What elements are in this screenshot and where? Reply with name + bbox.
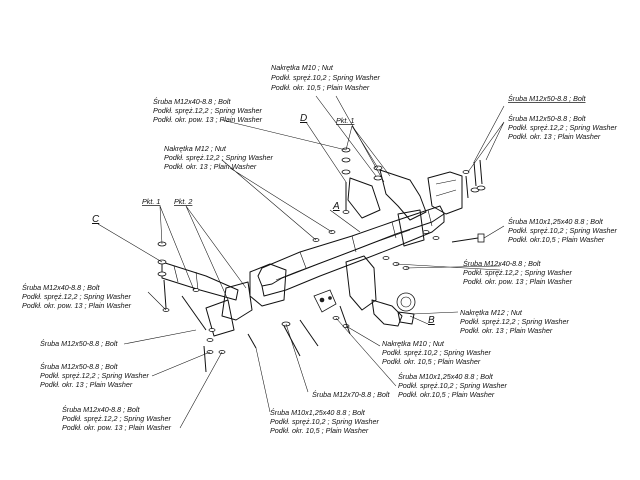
callout-line: Śruba M12x70-8.8 ; Bolt [312,390,391,399]
right-mounting-bracket [347,169,463,247]
callout-line: Śruba M12x40-8.8 ; Bolt [62,405,141,414]
callout-line: Podkł. spręż.12,2 ; Spring Washer [40,371,150,380]
tow-bar-beam [257,205,445,297]
callout-line: Śruba M12x40-8.8 ; Bolt [463,259,542,268]
callout-line: Podkł. spręż.10,2 ; Spring Washer [271,73,381,82]
callout-line: Śruba M12x50-8.8 ; Bolt [508,94,587,103]
callout-line: Śruba M10x1,25x40 8.8 ; Bolt [398,372,494,381]
callout-nut-center-lower: Nakrętka M10 ; Nut Podkł. spręż.10,2 ; S… [382,339,492,366]
callout-line: Śruba M12x50-8.8 ; Bolt [40,362,119,371]
callout-line: Podkł. okr. 13 ; Plain Washer [460,326,553,335]
callout-line: Podkł. spręż.12,2 ; Spring Washer [508,123,618,132]
callout-line: Podkł. spręż.10,2 ; Spring Washer [508,226,618,235]
callout-line: Podkł. okr. pow. 13 ; Plain Washer [153,115,263,124]
tow-ball-assembly [313,255,416,327]
hardware-group [157,147,486,373]
callout-nut-right-lower: Nakrętka M12 ; Nut Podkł. spręż.12,2 ; S… [460,308,570,335]
callout-bolt-top-right: Śruba M12x50-8.8 ; Bolt [508,94,587,103]
callout-bolt-left-bottom: Śruba M12x40-8.8 ; Bolt Podkł. spręż.12,… [62,405,172,432]
callout-line: Nakrętka M10 ; Nut [271,63,334,72]
view-letters: D A C B [92,113,435,326]
callout-line: Śruba M12x40-8.8 ; Bolt [153,97,232,106]
callout-bolt-left-low: Śruba M12x50-8.8 ; Bolt Podkł. spręż.12,… [40,362,150,389]
callout-bolt-m12x70: Śruba M12x70-8.8 ; Bolt [312,390,391,399]
callout-line: Podkł. spręż.10,2 ; Spring Washer [270,417,380,426]
pkt-label: Pkt. 1 [142,197,160,206]
letter-b: B [428,315,435,326]
callout-bolt-left-mid: Śruba M12x40-8.8 ; Bolt Podkł. spręż.12,… [22,283,132,310]
callout-line: Podkł. spręż.10,2 ; Spring Washer [382,348,492,357]
callout-line: Podkł. spręż.12,2 ; Spring Washer [153,106,263,115]
callout-line: Śruba M10x1,25x40 8.8 ; Bolt [270,408,366,417]
callout-line: Podkł. okr. 10,5 ; Plain Washer [270,426,369,435]
callout-bolt-bottom-center: Śruba M10x1,25x40 8.8 ; Bolt Podkł. sprę… [270,408,380,435]
callout-line: Podkł. spręż.12,2 ; Spring Washer [460,317,570,326]
callout-line: Śruba M12x50-8.8 ; Bolt [508,114,587,123]
callout-line: Nakrętka M10 ; Nut [382,339,445,348]
letter-a: A [332,201,340,212]
callout-nut-top: Nakrętka M10 ; Nut Podkł. spręż.10,2 ; S… [271,63,381,92]
callout-line: Śruba M10x1,25x40 8.8 ; Bolt [508,217,604,226]
callout-line: Podkł. okr. pow. 13 ; Plain Washer [463,277,573,286]
point-markers: Pkt. 1 Pkt. 1 Pkt. 2 [142,116,354,206]
letter-c: C [92,214,100,225]
callout-line: Podkł. spręż.12,2 ; Spring Washer [164,153,274,162]
callout-line: Podkł. spręż.12,2 ; Spring Washer [62,414,172,423]
callout-line: Nakrętka M12 ; Nut [164,144,227,153]
callout-line: Podkł. okr. 10,5 ; Plain Washer [271,83,370,92]
callout-bolt-left-single: Śruba M12x50-8.8 ; Bolt [40,339,119,348]
callout-line: Podkł. spręż.12,2 ; Spring Washer [463,268,573,277]
callout-line: Podkł. okr. 10,5 ; Plain Washer [382,357,481,366]
callout-line: Podkł. okr.10,5 ; Plain Washer [398,390,495,399]
leader-lines [97,95,505,429]
callout-line: Śruba M12x50-8.8 ; Bolt [40,339,119,348]
callout-line: Podkł. okr. pow. 13 ; Plain Washer [62,423,172,432]
callout-bolt-right-mid: Śruba M10x1,25x40 8.8 ; Bolt Podkł. sprę… [508,217,618,244]
pkt-label: Pkt. 2 [174,197,192,206]
callout-line: Nakrętka M12 ; Nut [460,308,523,317]
callout-line: Podkł. spręż.12,2 ; Spring Washer [22,292,132,301]
pkt-label: Pkt. 1 [336,116,354,125]
callout-nut-mid-left: Nakrętka M12 ; Nut Podkł. spręż.12,2 ; S… [164,144,274,171]
callout-bolt-right-low: Śruba M12x40-8.8 ; Bolt Podkł. spręż.12,… [463,259,573,286]
callout-line: Podkł. okr. 13 ; Plain Washer [40,380,133,389]
callout-line: Podkł. okr. 13 ; Plain Washer [508,132,601,141]
callout-line: Podkł. okr. pow. 13 ; Plain Washer [22,301,132,310]
letter-d: D [300,113,307,124]
callout-washers-top-right: Śruba M12x50-8.8 ; Bolt Podkł. spręż.12,… [508,114,618,141]
left-mounting-bracket [161,261,287,337]
callout-bolt-center-low: Śruba M10x1,25x40 8.8 ; Bolt Podkł. sprę… [398,372,508,399]
callout-line: Podkł. okr. 13 ; Plain Washer [164,162,257,171]
callout-line: Podkł. spręż.10,2 ; Spring Washer [398,381,508,390]
callout-line: Podkł. okr.10,5 ; Plain Washer [508,235,605,244]
callout-bolt-top-left: Śruba M12x40-8.8 ; Bolt Podkł. spręż.12,… [153,97,263,124]
callout-line: Śruba M12x40-8.8 ; Bolt [22,283,101,292]
